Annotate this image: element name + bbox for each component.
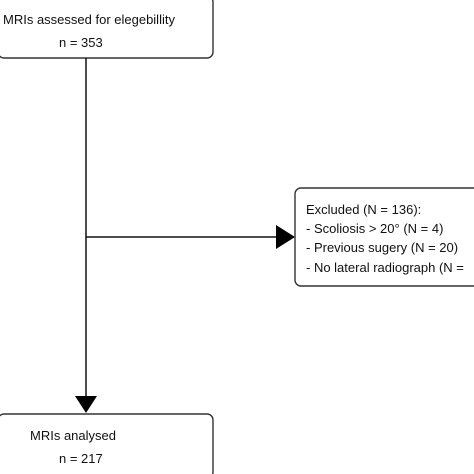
- assessed-box-label: MRIs assessed for elegebillity: [3, 12, 175, 27]
- assessed-box-count: n = 353: [59, 35, 103, 50]
- excluded-box-title: Excluded (N = 136):: [306, 202, 421, 217]
- excluded-box-frame: [294, 187, 474, 287]
- analysed-box-label: MRIs analysed: [30, 428, 116, 443]
- exclusion-arrowhead: [276, 225, 295, 249]
- excluded-box: Excluded (N = 136): - Scoliosis > 20° (N…: [294, 187, 474, 287]
- analysed-box-frame: [0, 413, 214, 474]
- analysed-box: MRIs analysed n = 217: [0, 413, 214, 474]
- exclusion-item: - No lateral radiograph (N =: [306, 260, 464, 275]
- exclusion-item: - Scoliosis > 20° (N = 4): [306, 221, 443, 236]
- exclusion-item: - Previous sugery (N = 20): [306, 240, 458, 255]
- analysed-box-count: n = 217: [59, 451, 103, 466]
- assessed-box: MRIs assessed for elegebillity n = 353: [0, 0, 214, 59]
- analysed-arrowhead: [75, 396, 97, 413]
- assessed-box-frame: [0, 0, 214, 59]
